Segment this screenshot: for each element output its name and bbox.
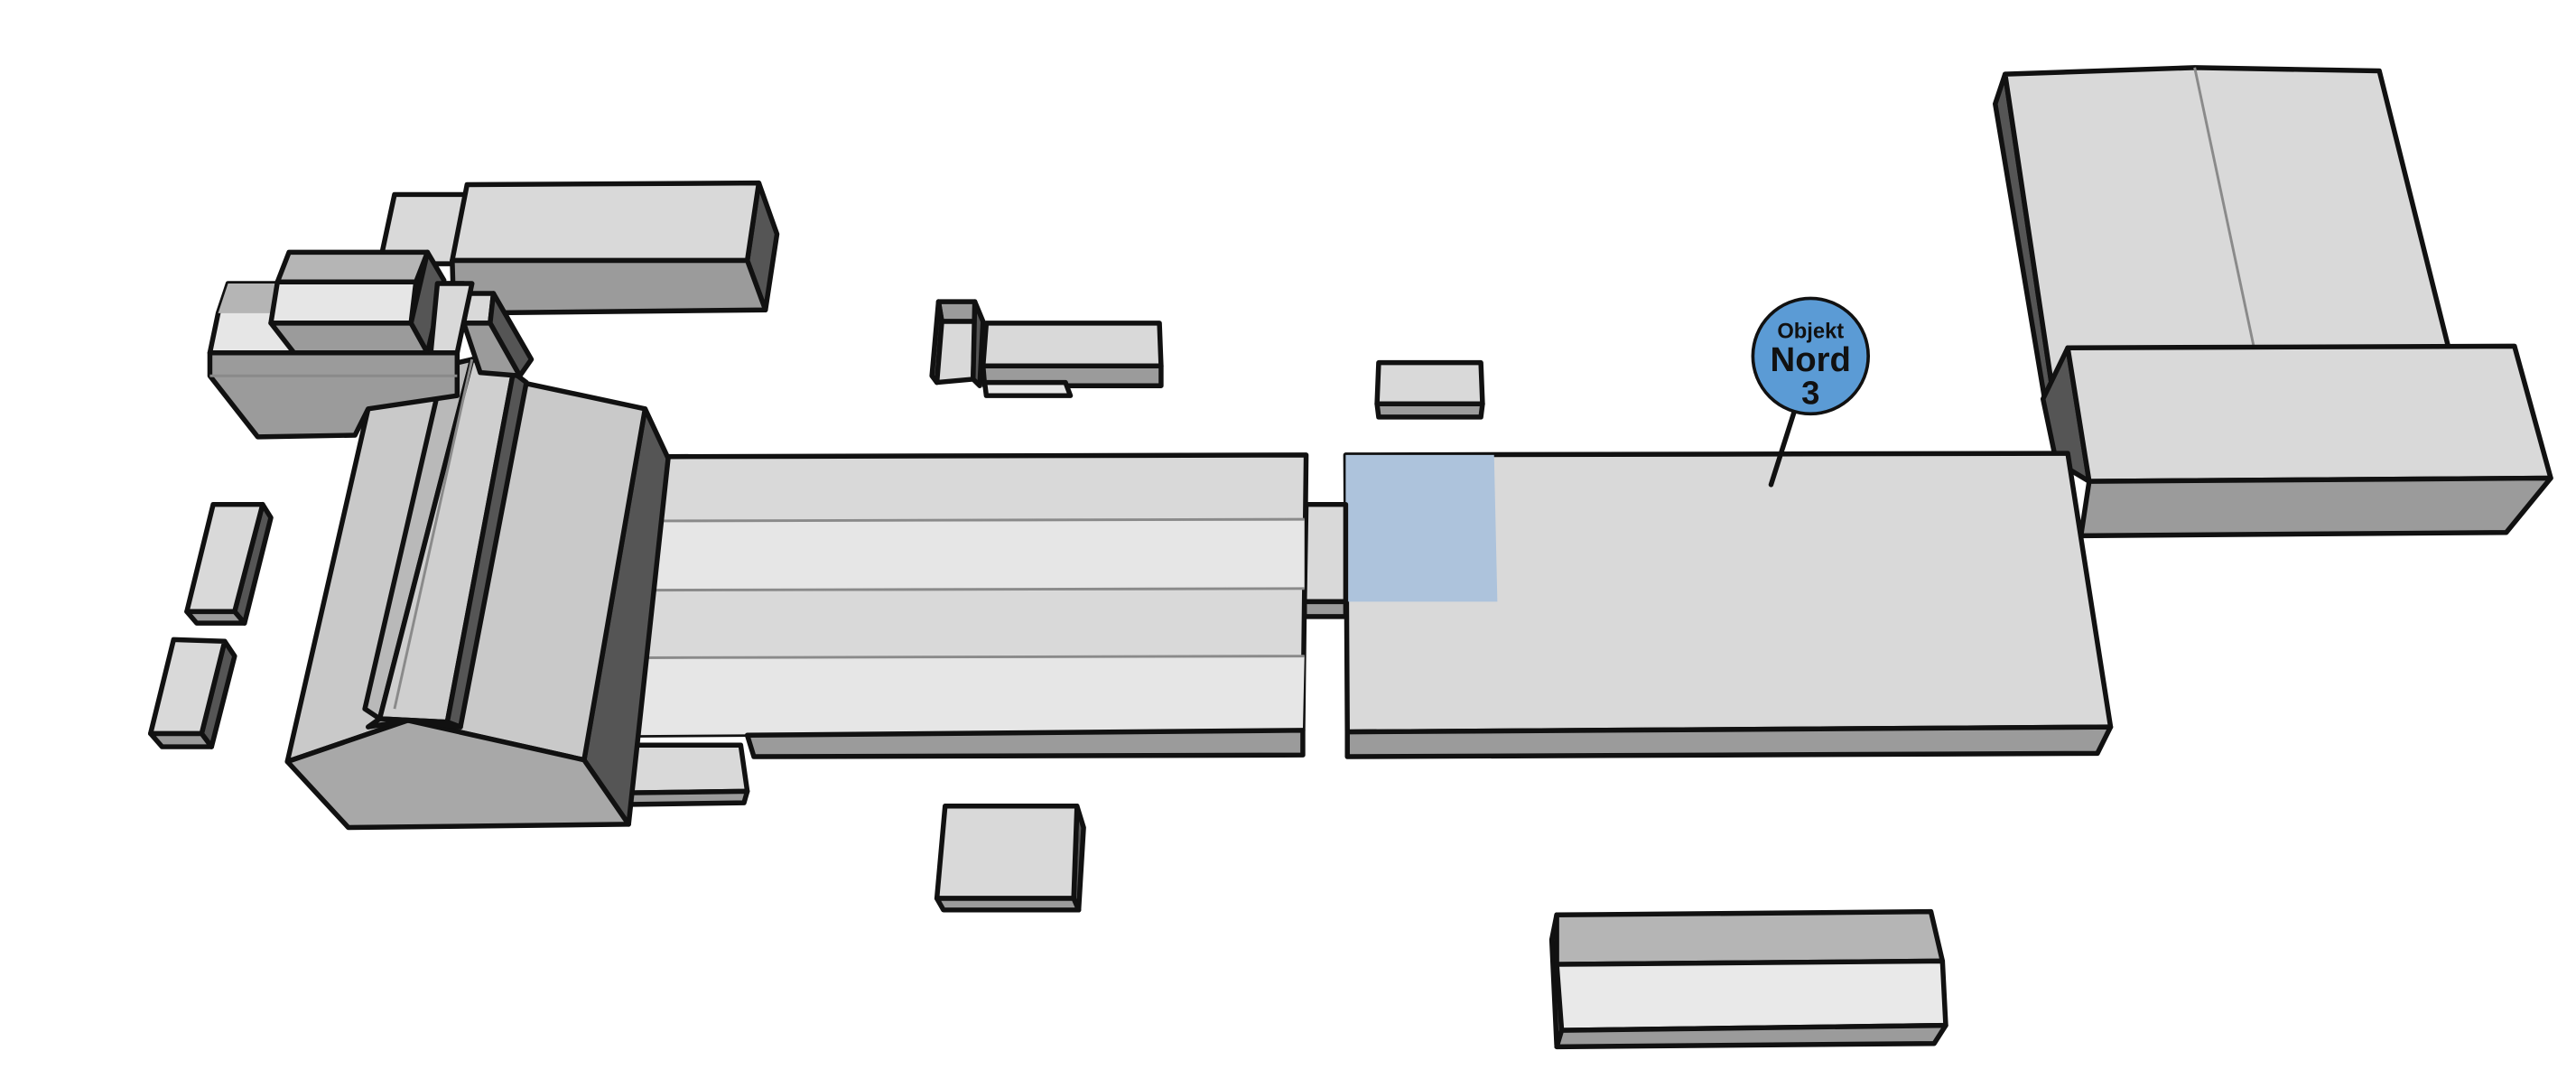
marker-label-objekt: Objekt [1777,320,1844,343]
building-small-kiosk [929,299,986,388]
building-northwest-block [377,180,780,316]
marker-leader-line [1768,409,1797,488]
marker-label-number: 3 [1801,374,1819,411]
building-small-south [934,804,1086,913]
building-west-upper [268,249,447,356]
building-object-nord-3 [1343,451,2114,759]
highlighted-area [1345,454,1498,602]
building-small-north [1374,359,1485,420]
marker-label-nord: Nord [1771,340,1851,379]
marker-circle[interactable] [1751,296,1870,416]
building-annex-south [620,742,750,807]
building-small-shed [980,321,1164,398]
building-south-east [1548,908,1948,1050]
building-east-wing [2040,343,2553,539]
building-west-tower [428,281,535,379]
building-small-west-1 [184,501,274,626]
object-marker[interactable]: Objekt Nord 3 [1751,296,1870,488]
building-small-west-2 [147,637,237,749]
building-middle-hall [618,452,1309,759]
building-north-east [1993,65,2451,412]
building-gabled-hall [284,357,671,831]
building-connector [1302,501,1349,619]
